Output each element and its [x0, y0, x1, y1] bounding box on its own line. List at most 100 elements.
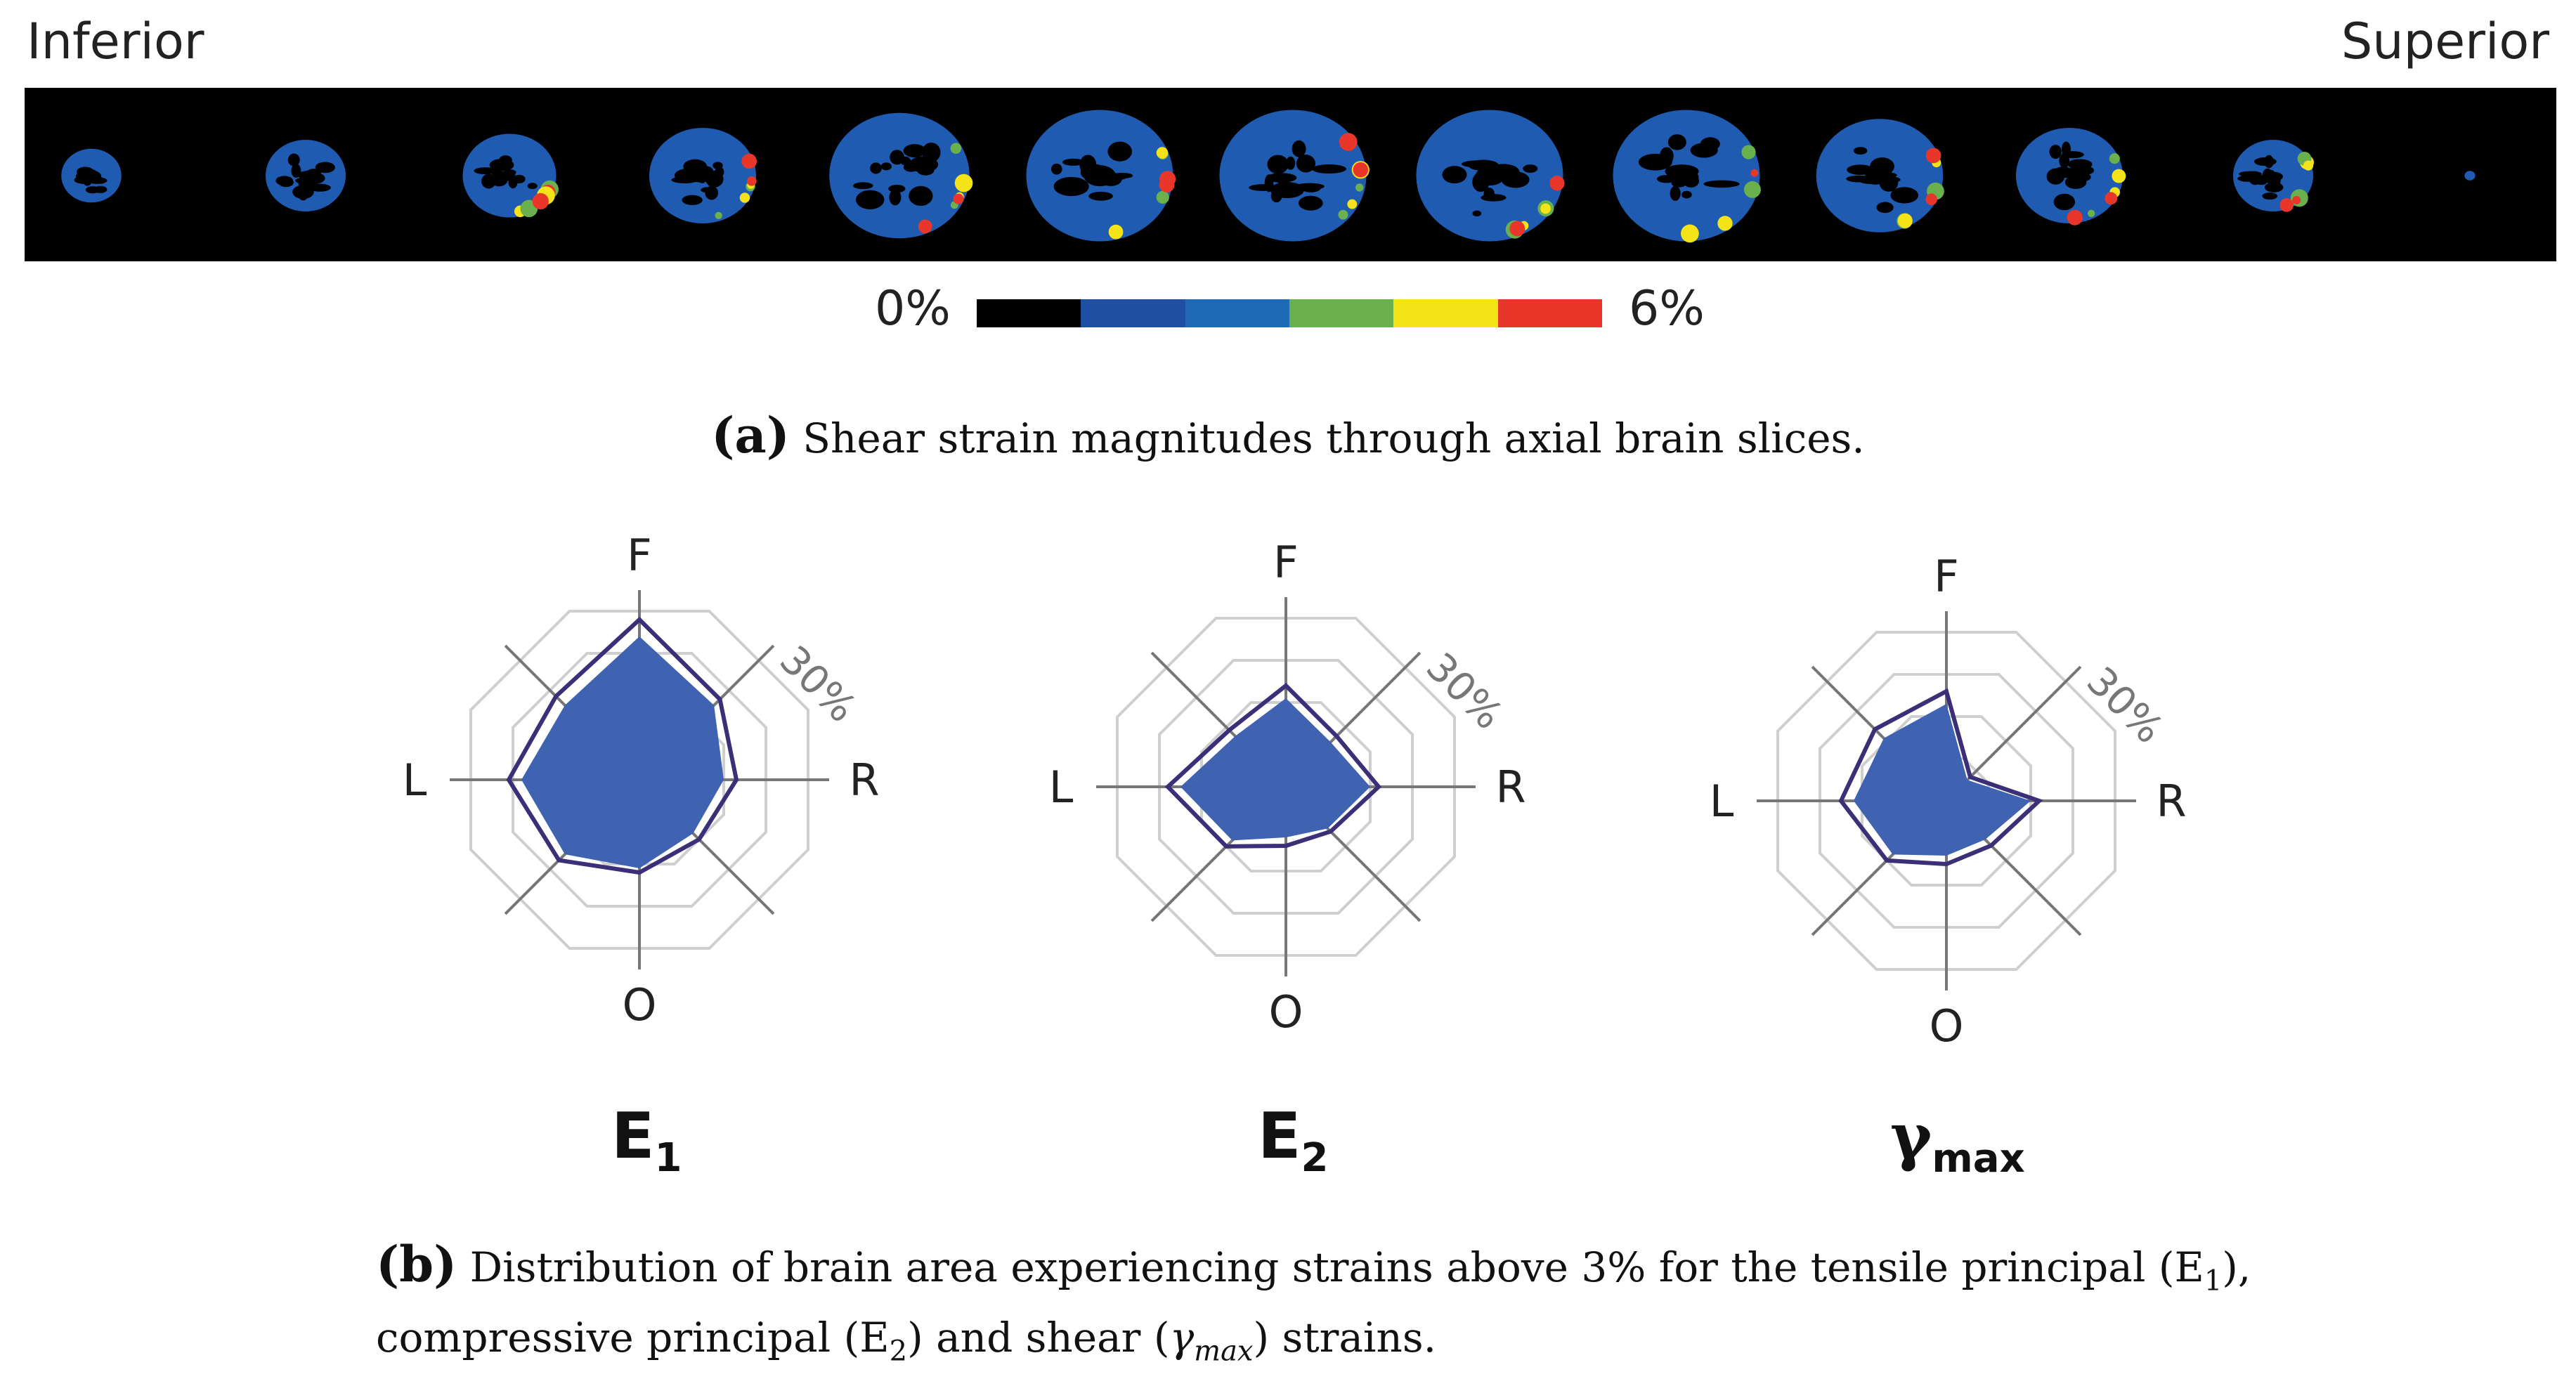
slice-hole [715, 166, 724, 177]
slice-hole [2049, 144, 2062, 159]
slice-hole [1847, 164, 1874, 175]
brain-slice [2016, 128, 2126, 226]
radar-e1-title-sub: 1 [654, 1135, 682, 1181]
slice-hotspot [532, 192, 549, 210]
slice-hotspot [741, 153, 757, 169]
slice-hole [1468, 159, 1499, 171]
caption-b-gamma: γ [1169, 1313, 1195, 1361]
slice-hole [315, 162, 335, 174]
caption-b-line1-end: ), [2222, 1243, 2251, 1291]
caption-b-sub1: 1 [2204, 1264, 2223, 1298]
radar-axis-label: F [627, 530, 652, 581]
radar-grid-ring [1861, 715, 2032, 887]
slice-hole [1890, 187, 1919, 204]
radar-gamma-title-sub: max [1932, 1136, 2025, 1182]
slice-hotspot [2303, 160, 2314, 171]
slice-hole [299, 170, 320, 182]
slice-hole [903, 162, 919, 172]
slice-hole [1270, 190, 1282, 203]
caption-b: (b) Distribution of brain area experienc… [376, 1236, 2519, 1379]
caption-b-line1-text: Distribution of brain area experiencing … [469, 1243, 2204, 1291]
slice-hole [2061, 141, 2071, 157]
colorbar-segment [1185, 299, 1289, 327]
slice-hole [713, 162, 723, 169]
slice-hotspot [1338, 209, 1348, 220]
slice-hotspot [2087, 209, 2095, 218]
radar-grid-ring [1819, 673, 2074, 929]
slice-hole [1638, 153, 1672, 171]
colorbar-segment [977, 299, 1081, 327]
slice-hole [2262, 192, 2278, 200]
caption-b-line2b: ) and shear ( [907, 1313, 1170, 1361]
colorbar-segment [1081, 299, 1185, 327]
caption-b-gamma-sub: max [1194, 1335, 1254, 1368]
slice-hole [1107, 141, 1133, 162]
slice-hole [1286, 156, 1296, 170]
slice-hole [1472, 210, 1482, 217]
caption-b-line1: (b) Distribution of brain area experienc… [376, 1236, 2519, 1309]
radar-fill-area [1854, 704, 2031, 856]
radar-e2-title: E2 [1258, 1099, 1328, 1181]
slice-hole [1267, 155, 1289, 174]
slice-hotspot [1108, 224, 1124, 240]
slice-hotspot [1509, 221, 1526, 237]
slice-hole [870, 162, 882, 174]
slice-hotspot [954, 174, 973, 192]
brain-slice [1816, 119, 1944, 233]
slice-hole [474, 167, 497, 175]
slice-hotspot [1353, 162, 1369, 178]
slice-hole [1312, 164, 1346, 174]
brain-slice [2464, 171, 2476, 181]
slice-hole [1656, 175, 1676, 183]
slice-hole [1876, 202, 1894, 214]
colorbar-max-label: 6% [1629, 281, 1705, 336]
brain-slice [266, 140, 346, 211]
slice-hole [903, 144, 926, 158]
radar-outline [1164, 682, 1382, 849]
radar-axis-label: L [403, 754, 427, 806]
radar-axis-label: O [1930, 1000, 1964, 1052]
slice-hole [1681, 190, 1692, 199]
radar-ring-label: 30% [1417, 644, 1511, 738]
slice-body [2464, 171, 2476, 181]
brain-slice [1026, 110, 1176, 242]
inferior-label: Inferior [27, 13, 204, 70]
slice-hole [1667, 134, 1686, 150]
brain-slices-image [61, 110, 2476, 243]
slice-hole [85, 186, 100, 194]
slice-hole [1483, 188, 1495, 202]
slice-hole [1088, 191, 1113, 201]
slice-hotspot [1925, 193, 1937, 206]
radar-gamma-title-main: γ [1890, 1099, 1932, 1174]
slice-hole [2268, 178, 2281, 188]
caption-b-sub2: 2 [889, 1335, 908, 1368]
brain-slice [1416, 110, 1565, 242]
caption-b-line2: compressive principal (E2) and shear (γm… [376, 1309, 2519, 1379]
slice-hotspot [1355, 183, 1364, 192]
slice-hotspot [1159, 177, 1175, 192]
slice-hole [1700, 137, 1720, 151]
radar-axis-label: R [2156, 776, 2186, 827]
slice-hole [1296, 155, 1315, 173]
slice-hotspot [2292, 196, 2301, 204]
slice-hole [916, 164, 935, 176]
radar-fill-area [521, 636, 724, 868]
radar-axis-label: O [623, 979, 657, 1031]
slice-hole [77, 166, 94, 177]
slice-hole [1099, 173, 1112, 184]
slice-hotspot [1156, 147, 1169, 159]
slice-hotspot [2112, 169, 2126, 183]
caption-a-text: Shear strain magnitudes through axial br… [802, 414, 1865, 462]
brain-slice [1613, 110, 1761, 243]
slice-hotspot [1717, 216, 1733, 231]
caption-b-line2a: compressive principal (E [376, 1313, 890, 1361]
brain-slice [61, 148, 122, 203]
brain-slice [462, 133, 559, 218]
slice-hole [705, 185, 719, 200]
slice-hotspot [1347, 199, 1358, 209]
slice-hole [880, 162, 892, 171]
